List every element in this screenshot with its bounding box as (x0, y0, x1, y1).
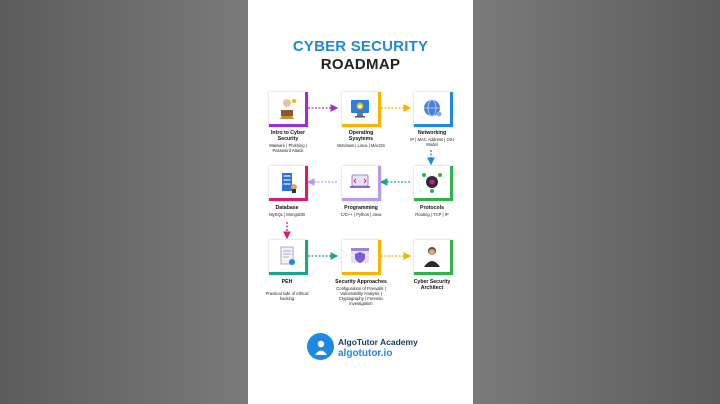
hacker-icon (280, 99, 296, 119)
node-card-networking (414, 92, 453, 127)
node-card-database (269, 166, 308, 201)
node-title-programming: Programming (344, 205, 378, 211)
node-subtitle-programming: C/C++ | Python | Java (340, 212, 382, 217)
node-card-os (342, 92, 381, 127)
shield-browser-icon (351, 248, 369, 263)
node-label-protocols: Protocols Routing | TCP | IP (408, 205, 456, 217)
node-title-networking: Networking (417, 130, 447, 136)
title-line1: CYBER SECURITY (292, 38, 429, 55)
node-card-peh (269, 240, 308, 275)
node-subtitle-os: Windows | Linux | MacOS (337, 143, 385, 148)
node-label-intro: Intro to Cyber Security Malware | Phishi… (265, 130, 311, 153)
roadmap-panel (248, 0, 473, 404)
protocol-network-icon (422, 173, 442, 193)
node-card-approaches (342, 240, 381, 275)
node-label-programming: Programming C/C++ | Python | Java (337, 205, 385, 217)
node-title-peh: PEH (281, 279, 293, 285)
node-title-database: Database (275, 205, 299, 211)
node-subtitle-intro: Malware | Phishing | Password Attack (269, 143, 307, 153)
node-subtitle-approaches: Configuration of Firewalls | Vulnerabili… (336, 286, 386, 306)
node-card-architect (414, 240, 453, 275)
laptop-code-icon (350, 174, 370, 188)
node-subtitle-peh: Practical side of ethical hacking (265, 291, 309, 301)
node-card-programming (342, 166, 381, 201)
node-label-approaches: Security Approaches Configuration of Fir… (330, 279, 392, 306)
node-label-networking: Networking IP | MAC Address | OSI Model (408, 130, 456, 147)
monitor-lock-icon (351, 100, 369, 118)
brand-name: AlgoTutor Academy (338, 337, 418, 347)
node-subtitle-database: MySQL | MongoDB (269, 212, 305, 217)
database-icon (282, 173, 297, 193)
title-line2: ROADMAP (320, 56, 401, 73)
node-title-os: Operating Sysytems (348, 130, 374, 142)
node-title-approaches: Security Approaches (335, 279, 387, 285)
algotutor-logo (307, 333, 334, 360)
document-icon (280, 246, 295, 265)
person-icon (424, 247, 440, 267)
node-subtitle-protocols: Routing | TCP | IP (415, 212, 449, 217)
person-badge-icon (314, 340, 327, 355)
node-card-intro (269, 92, 308, 127)
left-blurred-background (0, 0, 248, 404)
node-label-os: Operating Sysytems Windows | Linux | Mac… (337, 130, 385, 148)
right-blurred-background (473, 0, 720, 404)
node-subtitle-networking: IP | MAC Address | OSI Model (410, 137, 454, 147)
node-label-architect: Cyber Security Architect (408, 279, 456, 291)
node-title-intro: Intro to Cyber Security (270, 130, 305, 142)
globe-network-icon (424, 99, 442, 117)
node-card-protocols (414, 166, 453, 201)
node-label-database: Database MySQL | MongoDB (263, 205, 311, 217)
node-title-architect: Cyber Security Architect (413, 279, 451, 291)
brand-url: algotutor.io (338, 348, 393, 359)
node-label-peh: PEH Practical side of ethical hacking (263, 279, 311, 301)
node-title-protocols: Protocols (420, 205, 444, 211)
